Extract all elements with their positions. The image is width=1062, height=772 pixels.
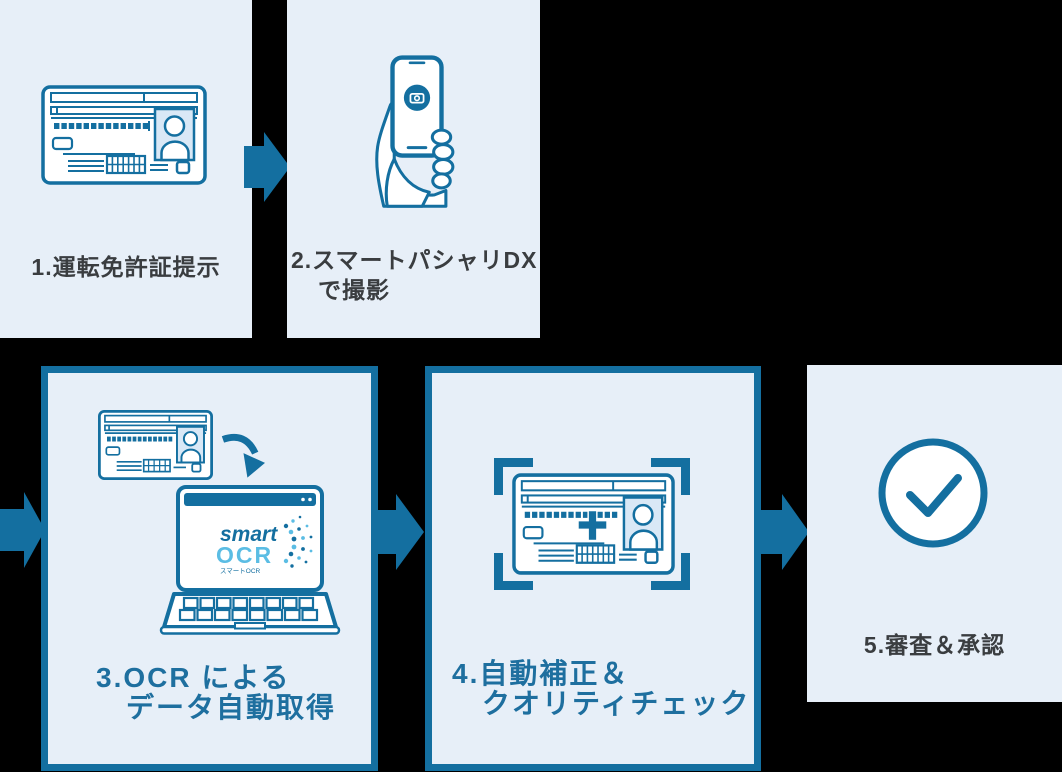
arrow-tail [244, 146, 264, 188]
step-4-label-line1: 4.自動補正＆ [452, 658, 630, 689]
check-circle-icon [878, 438, 988, 548]
step-1-label: 1.運転免許証提示 [31, 254, 221, 280]
arrow-head [24, 492, 45, 568]
flow-arrow-icon [0, 492, 45, 568]
finger [431, 172, 452, 190]
palm [384, 157, 431, 208]
laptop-screen [176, 485, 324, 592]
finger [432, 157, 455, 176]
arrow-tail [0, 509, 24, 551]
step-2-card: 2.スマートパシャリDX で撮影 [287, 0, 540, 338]
crop-corner-top-left-icon [494, 458, 533, 495]
drivers-license-icon [41, 85, 207, 185]
step-4-label-line2: クオリティチェック [482, 688, 751, 719]
arrow-head [782, 494, 809, 570]
step-2-label-line1: 2.スマートパシャリDX [291, 247, 538, 273]
crop-corner-bottom-right-icon [651, 553, 690, 590]
camera-button [403, 84, 431, 111]
arrow-tail [378, 510, 396, 554]
step-2-label-line2: で撮影 [318, 277, 390, 303]
step-3-label-line1: 3.OCR による [96, 662, 291, 693]
step-5-label: 5.審査＆承認 [863, 632, 1006, 658]
laptop-smartocr-icon: smart OCR スマートOCR [159, 485, 341, 635]
step-3-label: 3.OCR による データ自動取得 [96, 663, 336, 723]
flow-arrow-icon [761, 494, 809, 570]
arrow-head [264, 132, 290, 202]
finger [432, 143, 455, 161]
drivers-license-small-icon [98, 410, 213, 480]
arrow-head [396, 494, 424, 570]
camera-icon [409, 92, 425, 104]
smartocr-logo-line2: OCR [216, 542, 273, 568]
smartphone-camera-in-hand-icon [375, 55, 455, 208]
step-5-card: 5.審査＆承認 [807, 365, 1062, 702]
flow-arrow-icon [378, 494, 424, 570]
arrow-tail [761, 510, 782, 554]
browser-titlebar [184, 493, 316, 506]
keyboard-keys [178, 596, 319, 622]
step-2-label: 2.スマートパシャリDX で撮影 [291, 245, 537, 305]
flow-arrow-icon [244, 132, 290, 202]
crop-corner-top-right-icon [651, 458, 690, 495]
step-1-card: 1.運転免許証提示 [0, 0, 252, 338]
smartocr-logo-line1: smart [220, 523, 278, 546]
smartocr-logo-caption: スマートOCR [220, 567, 261, 575]
crop-corner-bottom-left-icon [494, 553, 533, 590]
dot-burst-icon [283, 515, 313, 568]
plus-icon [578, 510, 607, 541]
finger [430, 128, 453, 146]
step-4-label: 4.自動補正＆ クオリティチェック [452, 659, 750, 719]
curved-arrow-icon [221, 433, 265, 478]
step-3-label-line2: データ自動取得 [126, 692, 337, 723]
touchpad-notch [234, 622, 266, 630]
license-crop-frame-plus-icon [494, 458, 690, 590]
